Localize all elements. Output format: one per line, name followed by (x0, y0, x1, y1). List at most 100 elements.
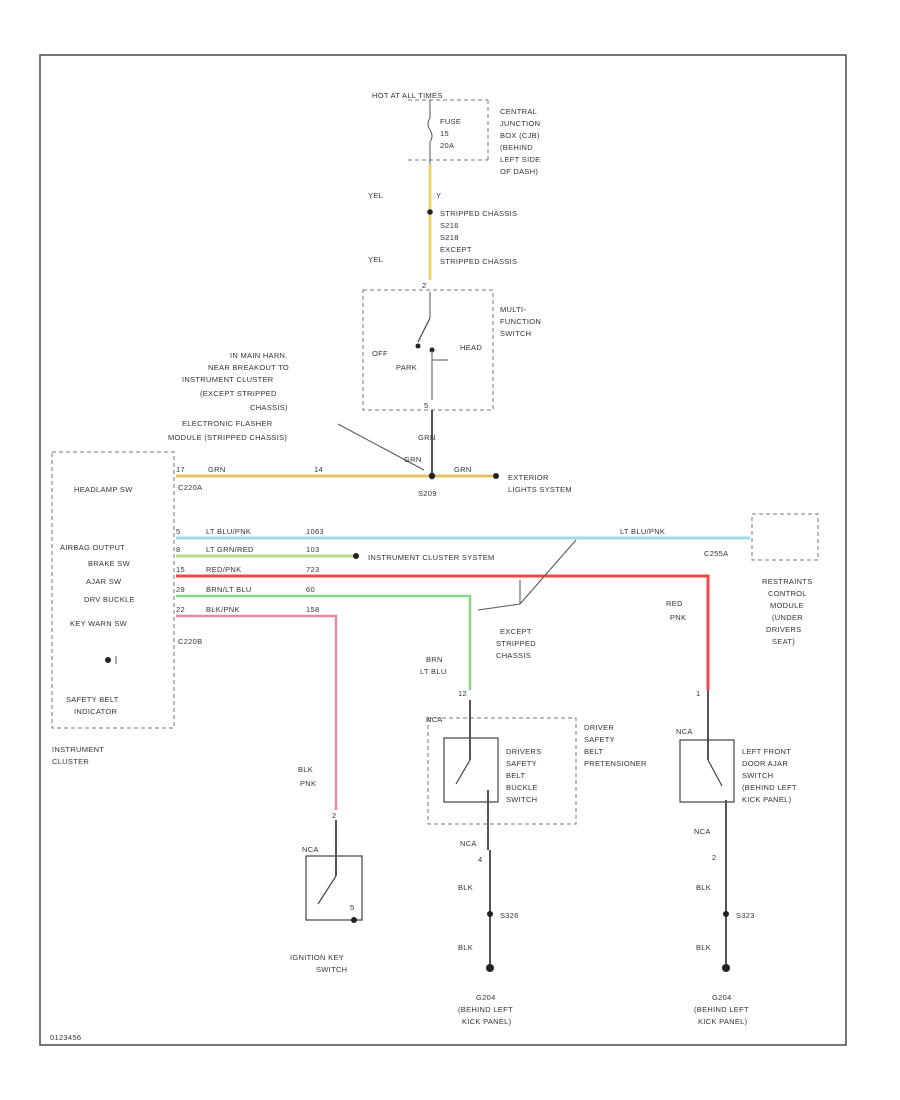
restraints-wire-label: LT BLU/PNK (620, 527, 665, 536)
door-pin2: 2 (712, 853, 716, 862)
buckle-label-3: BUCKLE (506, 783, 538, 792)
buckle-label-4: SWITCH (506, 795, 537, 804)
exterior-lights-label-1: LIGHTS SYSTEM (508, 485, 572, 494)
except-stripped-leader-b (519, 539, 577, 605)
pretensioner-label-1: SAFETY (584, 735, 615, 744)
wire-airbag-circuit: 1063 (306, 527, 324, 536)
hot-at-all-times-label: HOT AT ALL TIMES (372, 91, 443, 100)
callout-leader (337, 423, 425, 471)
cluster-pin-airbag: 5 (176, 527, 180, 536)
restraints-label-1: CONTROL (768, 589, 807, 598)
wire-ajar-circuit: 723 (306, 565, 319, 574)
cjb-label-1: JUNCTION (500, 119, 540, 128)
ignition-pin2: 5 (350, 903, 354, 912)
cluster-connector-b: C220B (178, 637, 202, 646)
ignition-contact-dot (351, 917, 357, 923)
s209-left-wire: GRN (208, 465, 226, 474)
cluster-pin-headlamp: 17 (176, 465, 185, 474)
door-label-3: (BEHIND LEFT (742, 783, 797, 792)
instrument-cluster-box (51, 451, 175, 729)
except-stripped-leader-a (477, 603, 521, 611)
door-label-0: LEFT FRONT (742, 747, 791, 756)
switch-off-label: OFF (372, 349, 388, 358)
cluster-label-0: INSTRUMENT (52, 745, 104, 754)
buckle-ground-label-2: KICK PANEL) (462, 1017, 512, 1026)
buckle-blk-2: BLK (458, 943, 473, 952)
splice-s216-dot (427, 209, 433, 215)
wire-keywarn-blk-pnk (176, 614, 338, 810)
splice-color-label-bottom: YEL (368, 255, 383, 264)
door-ground-label-2: KICK PANEL) (698, 1017, 748, 1026)
buckle-label-2: BELT (506, 771, 526, 780)
callout-line-2: INSTRUMENT CLUSTER (182, 375, 274, 384)
restraints-connector: C255A (704, 549, 728, 558)
splice-label-0: STRIPPED CHASSIS (440, 209, 517, 218)
s209-label: S209 (418, 489, 437, 498)
pretensioner-label-0: DRIVER (584, 723, 614, 732)
switch-park-label: PARK (396, 363, 417, 372)
buckle-ground-label-1: (BEHIND LEFT (458, 1005, 513, 1014)
switch-blade (417, 317, 431, 343)
wire-brake-color: LT GRN/RED (206, 545, 254, 554)
wire-brake-circuit: 103 (306, 545, 319, 554)
safety-belt-indicator-label-0: SAFETY BELT (66, 695, 119, 704)
cjb-label-5: OF DASH) (500, 167, 538, 176)
door-label-4: KICK PANEL) (742, 795, 792, 804)
door-blk-2: BLK (696, 943, 711, 952)
switch-head-label: HEAD (460, 343, 482, 352)
fuse-rating: 20A (440, 141, 454, 150)
restraints-control-module-box (751, 513, 819, 561)
cluster-pin-ajar: 15 (176, 565, 185, 574)
cluster-connector-a: C220A (178, 483, 202, 492)
cluster-pin-brake: 8 (176, 545, 180, 554)
fuse-number: 15 (440, 129, 449, 138)
wire-buckle-circuit: 60 (306, 585, 315, 594)
door-switch-body (679, 739, 735, 803)
splice-s326-dot (487, 911, 493, 917)
switch-output-pin: 5 (424, 401, 428, 410)
cjb-label-3: (BEHIND (500, 143, 533, 152)
door-ground-label-1: (BEHIND LEFT (694, 1005, 749, 1014)
splice-s209-dot (428, 472, 436, 480)
callout-line-6: MODULE (STRIPPED CHASSIS) (168, 433, 287, 442)
restraints-label-0: RESTRAINTS (762, 577, 813, 586)
switch-input-pin: 2 (422, 281, 426, 290)
ignition-switch-blade (317, 875, 337, 905)
restraints-label-3: (UNDER (772, 613, 803, 622)
cjb-label-4: LEFT SIDE (500, 155, 541, 164)
cluster-input-drv-buckle: DRV BUCKLE (84, 595, 135, 604)
door-nca-bottom: NCA (694, 827, 711, 836)
buckle-blk-1: BLK (458, 883, 473, 892)
ignition-pin: 2 (332, 811, 336, 820)
brake-wire-terminal (353, 553, 359, 559)
callout-line-1: NEAR BREAKOUT TO (208, 363, 289, 372)
restraints-label-2: MODULE (770, 601, 804, 610)
buckle-pin: 12 (458, 689, 467, 698)
s209-right-wire: GRN (454, 465, 472, 474)
wire-airbag-color: LT BLU/PNK (206, 527, 251, 536)
door-nca-top: NCA (676, 727, 693, 736)
splice-s326-label: S326 (500, 911, 519, 920)
door-switch-blade (707, 759, 723, 787)
pretensioner-label-2: BELT (584, 747, 604, 756)
restraints-label-5: SEAT) (772, 637, 795, 646)
cjb-label-0: CENTRAL (500, 107, 537, 116)
door-wire-label-0: RED (666, 599, 683, 608)
mfs-label-0: MULTI- (500, 305, 526, 314)
switch-output-wire-label: GRN (418, 433, 436, 442)
mfs-label-2: SWITCH (500, 329, 531, 338)
splice-label-4: STRIPPED CHASSIS (440, 257, 517, 266)
cluster-pin-key-warn: 22 (176, 605, 185, 614)
ground-g204-right-icon (722, 964, 730, 972)
door-label-1: DOOR AJAR (742, 759, 788, 768)
diagram-frame (39, 54, 847, 1046)
door-label-2: SWITCH (742, 771, 773, 780)
door-blk-1: BLK (696, 883, 711, 892)
ignition-wire-label-0: BLK (298, 765, 313, 774)
splice-label-1: S216 (440, 221, 459, 230)
buckle-wire-label-1: LT BLU (420, 667, 447, 676)
s209-top-wire: GRN (404, 455, 422, 464)
except-stripped-0: EXCEPT (500, 627, 532, 636)
mfs-label-1: FUNCTION (500, 317, 541, 326)
